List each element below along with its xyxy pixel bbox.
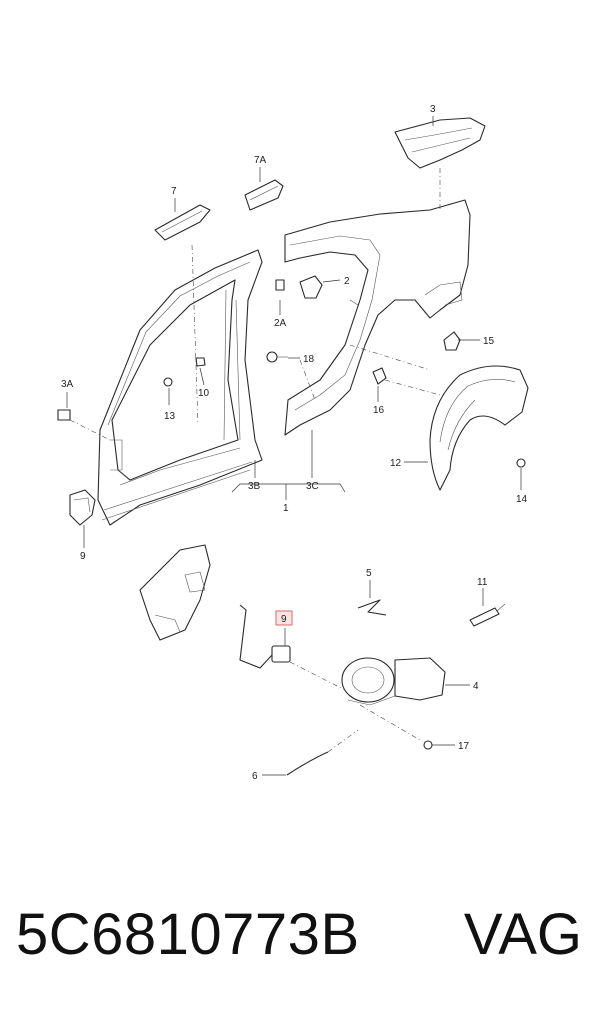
callout-1: 1	[283, 503, 289, 514]
callout-labels: 3 7 7A 3A 2 2A 18 10 13 15 16 12 14 3B 3…	[61, 104, 528, 782]
callout-16: 16	[373, 405, 385, 416]
callout-13: 13	[164, 411, 176, 422]
callout-9: 9	[281, 614, 287, 625]
inner-panel-section	[139, 544, 211, 641]
callout-15: 15	[483, 336, 495, 347]
callout-10: 10	[198, 388, 210, 399]
part-number: 5C6810773B	[16, 902, 360, 967]
part-4-fuel-flap-housing	[341, 657, 446, 706]
callout-14: 14	[516, 494, 528, 505]
callout-4: 4	[473, 681, 479, 692]
part-13-clip	[163, 377, 173, 387]
part-6-cable	[286, 751, 329, 776]
callout-9-highlight	[275, 610, 293, 626]
rear-quarter-panel	[284, 199, 471, 436]
assembly-lines	[69, 168, 441, 753]
part-18-bolt	[266, 351, 288, 363]
callout-11: 11	[477, 577, 488, 588]
part-5-spring	[357, 599, 387, 616]
part-12-wheel-arch-liner	[429, 365, 529, 491]
callout-7: 7	[171, 186, 177, 197]
part-16-clip	[372, 367, 387, 385]
leader-lines	[66, 116, 522, 776]
part-3a-clip	[57, 409, 71, 421]
part-9-actuator-cable	[239, 604, 291, 669]
callout-3b: 3B	[248, 481, 261, 492]
part-8-bracket	[69, 489, 96, 526]
callout-5: 5	[366, 568, 372, 579]
part-17-screw	[423, 740, 433, 750]
callout-8: 9	[80, 551, 86, 562]
part-7-strip	[154, 204, 211, 241]
parts-diagram: 3 7 7A 3A 2 2A 18 10 13 15 16 12 14 3B 3…	[57, 104, 529, 782]
part-3-bracket	[394, 117, 486, 169]
callout-18: 18	[303, 354, 315, 365]
callout-3c: 3C	[306, 481, 319, 492]
callout-7a: 7A	[254, 155, 267, 166]
part-11-pin	[469, 603, 506, 627]
callout-2: 2	[344, 276, 350, 287]
brand-label: VAG	[463, 902, 582, 967]
body-side-panel-front	[97, 249, 263, 526]
part-2-bracket	[275, 275, 323, 299]
part-15-clip	[443, 331, 461, 351]
callout-2a: 2A	[274, 318, 287, 329]
part-14-screw	[516, 458, 526, 468]
callout-3: 3	[430, 104, 436, 115]
callout-12: 12	[390, 458, 402, 469]
part-7a-strip	[244, 179, 284, 211]
callout-17: 17	[458, 741, 470, 752]
callout-6: 6	[252, 771, 258, 782]
callout-3a: 3A	[61, 379, 74, 390]
part-10-pin	[195, 357, 206, 367]
footer: 5C6810773B VAG	[0, 890, 600, 980]
